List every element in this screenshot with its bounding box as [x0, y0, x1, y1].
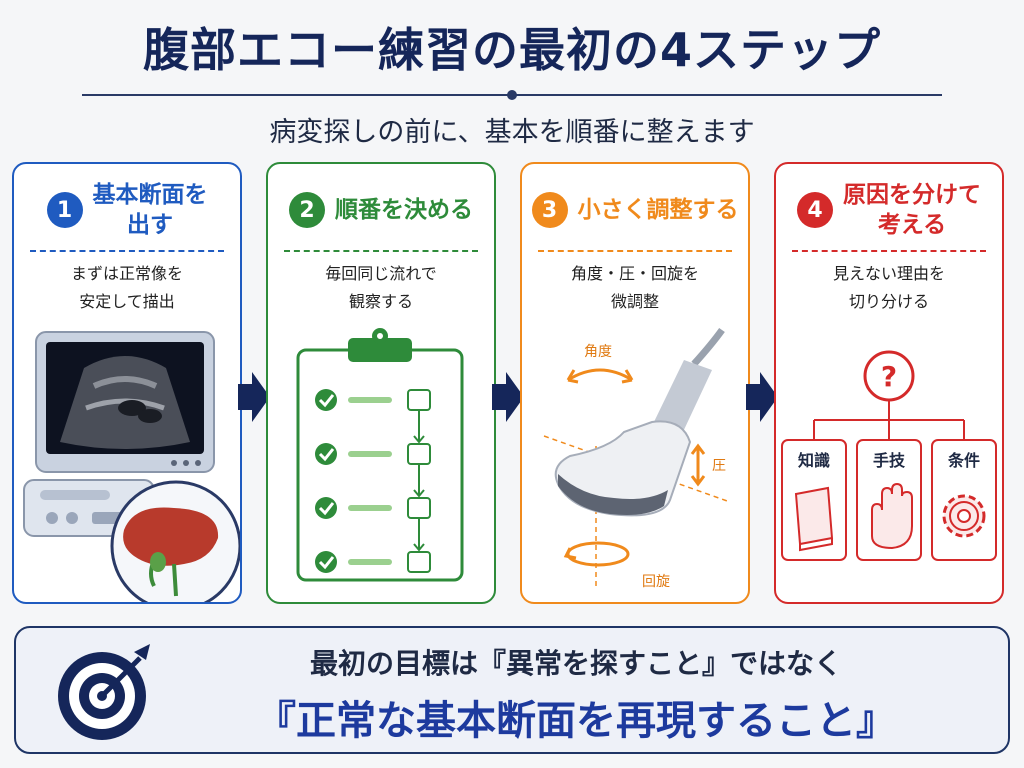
step-number-2: 2	[289, 192, 325, 228]
step-title-1: 基本断面を 出す	[92, 182, 208, 238]
step-header-4: 4 原因を分けて 考える	[776, 176, 1002, 244]
check-icon	[315, 389, 337, 573]
target-icon	[58, 644, 150, 740]
arrow-right-icon	[492, 372, 524, 422]
step-divider-4	[792, 250, 986, 252]
step-card-1: 1 基本断面を 出す まずは正常像を 安定して描出	[12, 162, 242, 604]
page-title: 腹部エコー練習の最初の4ステップ	[142, 23, 881, 77]
gear-icon	[942, 494, 986, 538]
divider-dot	[507, 90, 517, 100]
rotation-arrow-icon	[566, 541, 630, 567]
step-desc-1: まずは正常像を 安定して描出	[70, 264, 183, 311]
step-number-3: 3	[531, 192, 568, 228]
step-card-2: 2 順番を決める 毎回同じ流れで 観察する	[266, 162, 496, 604]
step-header-2: 2 順番を決める	[268, 176, 494, 244]
book-icon	[794, 486, 834, 552]
angle-arrow-icon	[567, 368, 633, 382]
checklist-illustration	[296, 328, 464, 582]
cause-tree-illustration: ? 知識 手技 条件	[781, 350, 997, 561]
step-title-3: 小さく調整する	[577, 197, 739, 223]
step-card-4: 4 原因を分けて 考える 見えない理由を 切り分ける ? 知識 手技 条件	[774, 162, 1004, 604]
step-desc-2: 毎回同じ流れで 観察する	[325, 264, 437, 311]
liver-icon	[123, 507, 219, 566]
cause-label-2: 手技	[873, 451, 906, 470]
probe-illustration: 角度 圧 回旋	[543, 327, 731, 590]
hand-icon	[871, 482, 913, 550]
gallbladder-icon	[150, 552, 166, 572]
goal-line-2: 『正常な基本断面を再現すること』	[256, 698, 896, 744]
step-divider-2	[284, 250, 478, 252]
step-divider-3	[538, 250, 732, 252]
rotation-label: 回旋	[642, 574, 670, 590]
clipboard-icon	[296, 348, 464, 582]
arrow-right-icon	[238, 372, 270, 422]
step-title-2: 順番を決める	[335, 197, 473, 223]
pressure-label: 圧	[712, 458, 726, 474]
ultrasound-machine-illustration	[23, 331, 240, 602]
goal-line-1: 最初の目標は『異常を探すこと』ではなく	[309, 647, 842, 680]
question-mark: ?	[881, 360, 897, 393]
step-header-3: 3 小さく調整する	[522, 176, 748, 244]
page-subtitle: 病変探しの前に、基本を順番に整えます	[269, 117, 755, 148]
step-desc-3: 角度・圧・回旋を 微調整	[570, 264, 699, 311]
step-number-4: 4	[797, 192, 833, 228]
angle-label: 角度	[584, 344, 612, 360]
probe-icon	[652, 360, 712, 434]
goal-box: 最初の目標は『異常を探すこと』ではなく 『正常な基本断面を再現すること』	[14, 626, 1010, 754]
step-title-4: 原因を分けて 考える	[843, 182, 981, 238]
step-header-1: 1 基本断面を 出す	[14, 176, 240, 244]
arrow-right-icon	[746, 372, 778, 422]
cause-label-1: 知識	[798, 451, 830, 470]
step-desc-4: 見えない理由を 切り分ける	[832, 264, 945, 311]
step-divider-1	[30, 250, 224, 252]
step-card-3: 3 小さく調整する 角度・圧・回旋を 微調整 角度 圧 回旋	[520, 162, 750, 604]
step-number-1: 1	[46, 192, 83, 228]
cause-label-3: 条件	[947, 451, 980, 470]
